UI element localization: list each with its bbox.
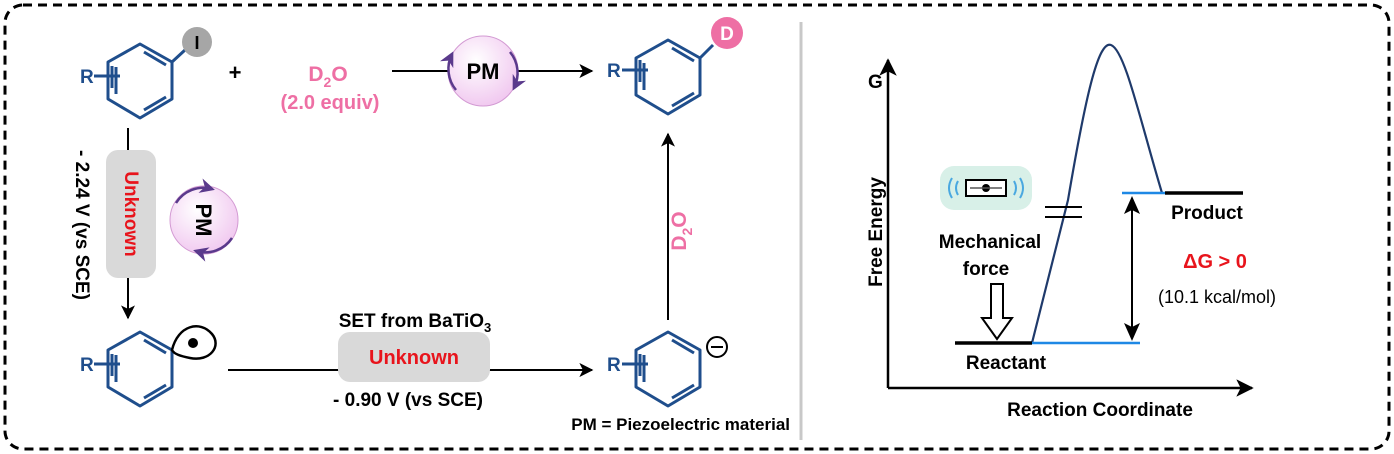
pm-label-left: PM xyxy=(191,204,216,237)
substituent-r-radical: R xyxy=(80,355,94,376)
vibrating-device-icon xyxy=(940,166,1032,210)
iodine-circle xyxy=(182,27,212,57)
force-down-arrow-icon xyxy=(980,283,1014,341)
unknown-box-left xyxy=(106,150,156,278)
energy-value: (10.1 kcal/mol) xyxy=(1158,287,1276,307)
mechanical-label: Mechanical xyxy=(939,232,1041,253)
deuterium-circle xyxy=(711,17,743,49)
d2o-reagent: D2O xyxy=(308,63,347,90)
energy-diagram: G Free Energy Reaction Coordinate Reacta… xyxy=(866,43,1276,421)
substituent-r: R xyxy=(80,67,94,88)
set-label: SET from BaTiO3 xyxy=(339,311,492,335)
unknown-box-bottom xyxy=(338,332,490,382)
pm-label-top: PM xyxy=(467,59,500,84)
product-label: Product xyxy=(1171,203,1243,224)
pm-catalyst-left: PM xyxy=(169,178,239,262)
footnote: PM = Piezoelectric material xyxy=(571,415,790,434)
aryl-radical: R xyxy=(80,325,217,408)
y-axis-label: Free Energy xyxy=(866,177,887,287)
potential-left: - 2.24 V (vs SCE) xyxy=(71,150,92,300)
iodine-label: I xyxy=(194,33,199,53)
substituent-r-anion: R xyxy=(607,355,621,376)
radical-orbital-icon xyxy=(170,325,217,360)
aryl-anion: R xyxy=(607,330,728,408)
aryl-iodide: R I xyxy=(80,27,212,120)
unknown-left: Unknown xyxy=(120,171,141,257)
y-axis-symbol: G xyxy=(868,72,883,93)
delta-g: ΔG > 0 xyxy=(1183,251,1247,273)
deuterated-arene: R D xyxy=(607,17,743,116)
reactant-label: Reactant xyxy=(966,353,1047,374)
d2o-vertical: D2O xyxy=(668,211,695,250)
substituent-r-product: R xyxy=(607,61,621,82)
potential-bottom: - 0.90 V (vs SCE) xyxy=(333,390,483,411)
pm-catalyst-top: PM xyxy=(439,35,527,107)
d2o-equiv: (2.0 equiv) xyxy=(281,92,380,114)
energy-curve xyxy=(1030,43,1164,344)
force-label: force xyxy=(963,259,1009,280)
outer-dashed-frame xyxy=(3,3,1391,451)
x-axis-label: Reaction Coordinate xyxy=(1007,400,1193,421)
deuterium-label: D xyxy=(720,24,734,45)
unknown-bottom: Unknown xyxy=(369,347,459,369)
plus-sign: + xyxy=(229,60,242,85)
